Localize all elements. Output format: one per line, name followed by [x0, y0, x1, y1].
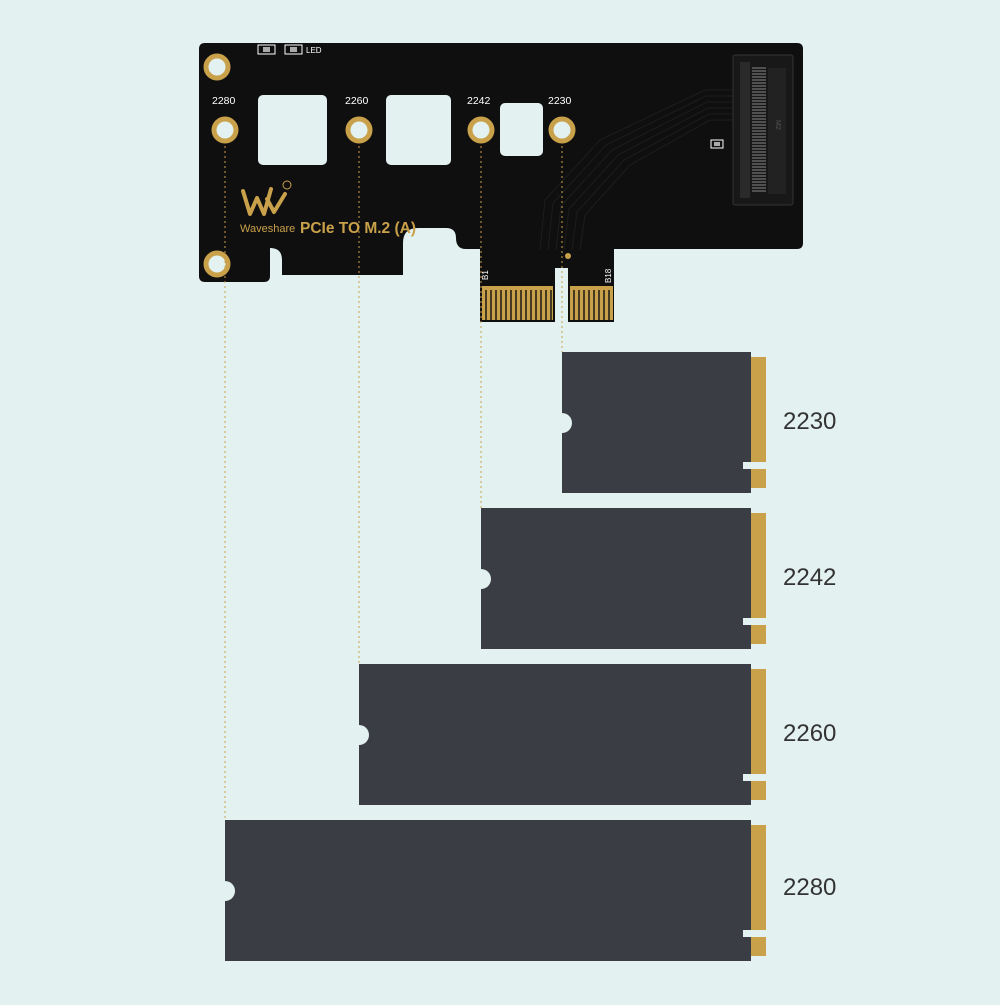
mount-hole-2280: [211, 116, 239, 144]
alignment-guides: [224, 141, 563, 820]
mount-label-2280: 2280: [212, 95, 236, 107]
mount-hole-2230: [548, 116, 576, 144]
led-indicator: LED: [257, 44, 322, 55]
pcb-outline: [199, 43, 803, 322]
mount-hole-top-left: [203, 53, 231, 81]
logo-mark: [241, 187, 287, 216]
pin-label-b18: B18: [604, 268, 613, 283]
board-cutout: [258, 95, 327, 165]
mount-label-2260: 2260: [345, 95, 369, 107]
m2-module-2242: [471, 508, 766, 649]
mount-label-2230: 2230: [548, 95, 572, 107]
brand-name: Waveshare: [240, 223, 295, 235]
waveshare-logo: Waveshare: [240, 180, 295, 235]
module-label-2280: 2280: [783, 874, 837, 901]
module-label-2260: 2260: [783, 720, 837, 747]
pcie-adapter-board: 2280 2260 2242 2230 LED Waveshare PCIe T…: [199, 43, 803, 322]
board-cutout: [386, 95, 451, 165]
pin-label-b1: B1: [481, 270, 490, 280]
led-label: LED: [306, 46, 322, 55]
board-cutout: [500, 103, 543, 156]
m2-module-2260: [349, 664, 766, 805]
smd-component: [710, 139, 724, 149]
module-label-2242: 2242: [783, 564, 837, 591]
mount-hole-bottom-left: [203, 250, 231, 278]
registered-mark: [282, 180, 292, 190]
m2-module-2280: [215, 820, 766, 961]
m2-connector-socket: M2: [732, 54, 794, 206]
svg-text:M2: M2: [774, 120, 781, 130]
mount-hole-2242: [467, 116, 495, 144]
pcie-gold-fingers: [482, 253, 613, 320]
pcb-traces: [539, 89, 735, 251]
m2-module-2230: [552, 352, 766, 493]
module-label-2230: 2230: [783, 408, 837, 435]
board-title: PCIe TO M.2 (A): [300, 220, 416, 237]
mount-label-2242: 2242: [467, 95, 491, 107]
mount-hole-2260: [345, 116, 373, 144]
